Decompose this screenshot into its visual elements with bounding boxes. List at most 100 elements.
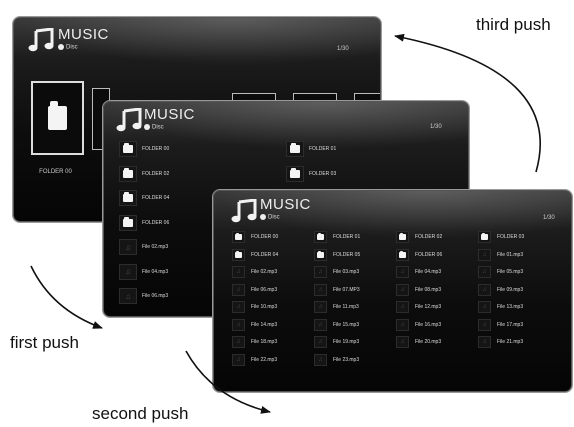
- list-item[interactable]: FOLDER 00: [119, 141, 269, 157]
- list-item[interactable]: ♫File 05.mp3: [478, 266, 558, 278]
- list-item[interactable]: ♫File 02.mp3: [119, 239, 269, 255]
- list-item[interactable]: FOLDER 00: [232, 231, 312, 243]
- list-item[interactable]: FOLDER 01: [314, 231, 394, 243]
- list-item[interactable]: ♫ File 09.mp3: [478, 283, 558, 296]
- music-file-icon: ♫: [232, 301, 245, 313]
- list-item-label: File 07.MP3: [333, 286, 360, 293]
- list-item-label: File 11.mp3: [333, 304, 359, 310]
- list-item[interactable]: ♫File 02.mp3: [232, 266, 312, 278]
- disc-icon: [260, 214, 266, 220]
- list-item[interactable]: FOLDER 02: [119, 165, 269, 182]
- list-item[interactable]: ♫ File 19.mp3: [314, 336, 394, 348]
- list-item[interactable]: ♫File 06.mp3: [119, 288, 269, 304]
- source-text: Disc: [66, 44, 78, 51]
- music-file-icon: ♫: [232, 353, 245, 366]
- music-file-icon: ♫: [314, 318, 327, 331]
- music-file-icon: ♫: [314, 336, 327, 348]
- list-item[interactable]: ♫ File 23.mp3: [314, 353, 394, 366]
- list-item[interactable]: ♫File 04.mp3: [396, 266, 476, 278]
- screen-title: MUSIC: [58, 26, 109, 43]
- list-item[interactable]: FOLDER 04: [232, 248, 312, 261]
- list-item[interactable]: FOLDER 01: [286, 141, 436, 157]
- list-item[interactable]: ♫File 16.mp3: [396, 318, 476, 331]
- source-text: Disc: [152, 124, 164, 131]
- list-item-label: File 06.mp3: [251, 286, 278, 293]
- music-file-icon: ♫: [478, 301, 491, 313]
- source-text: Disc: [268, 214, 280, 221]
- list-item[interactable]: ♫File 06.mp3: [232, 283, 312, 296]
- list-item[interactable]: ♫File 08.mp3: [396, 283, 476, 296]
- list-item[interactable]: ♫File 14.mp3: [232, 318, 312, 331]
- list-item-label: File 02.mp3: [142, 244, 169, 250]
- list-item-label: FOLDER 04: [251, 251, 279, 258]
- music-file-icon: ♫: [232, 336, 245, 348]
- folder-thumbnail[interactable]: [31, 81, 84, 155]
- list-item[interactable]: ♫ File 18.mp3: [232, 336, 312, 348]
- folder-icon: [119, 165, 137, 182]
- music-file-icon: ♫: [478, 318, 491, 331]
- disc-icon: [144, 124, 150, 130]
- folder-icon: [314, 248, 327, 261]
- music-file-icon: ♫: [478, 283, 491, 296]
- list-item-label: File 14.mp3: [251, 321, 278, 328]
- list-item-label: File 13.mp3: [497, 304, 524, 310]
- folder-icon: [232, 248, 245, 261]
- folder-icon: [286, 165, 304, 182]
- music-file-icon: ♫: [396, 318, 409, 331]
- list-item-label: File 08.mp3: [415, 286, 442, 293]
- list-item[interactable]: ♫ File 10.mp3: [232, 301, 312, 313]
- list-item-label: FOLDER 05: [333, 251, 361, 258]
- folder-icon: [396, 248, 409, 261]
- list-item-label: FOLDER 02: [415, 234, 443, 240]
- list-item-label: File 10.mp3: [251, 304, 278, 310]
- folder-icon: [286, 141, 304, 157]
- folder-label: FOLDER 00: [39, 169, 72, 175]
- list-item[interactable]: FOLDER 05: [314, 248, 394, 261]
- list-item[interactable]: ♫File 04.mp3: [119, 263, 269, 280]
- page-indicator: 1/30: [430, 124, 442, 130]
- list-item-label: FOLDER 04: [142, 195, 170, 201]
- list-item-label: File 09.mp3: [497, 286, 524, 293]
- list-item[interactable]: ♫File 12.mp3: [396, 301, 476, 313]
- music-file-icon: ♫: [314, 283, 327, 296]
- source-label: Disc: [260, 214, 280, 221]
- list-item-label: File 23.mp3: [333, 356, 360, 363]
- list-item-label: FOLDER 06: [415, 251, 443, 258]
- music-file-icon: ♫: [396, 266, 409, 278]
- list-item[interactable]: ♫ File 22.mp3: [232, 353, 312, 366]
- list-item-label: File 19.mp3: [333, 339, 360, 345]
- list-item-label: File 04.mp3: [142, 268, 169, 275]
- music-file-icon: ♫: [314, 353, 327, 366]
- list-item-label: FOLDER 06: [142, 219, 170, 226]
- list-item[interactable]: FOLDER 03: [478, 231, 558, 243]
- list-item-label: File 05.mp3: [497, 269, 524, 275]
- music-note-icon: [28, 28, 54, 52]
- list-item[interactable]: ♫ File 07.MP3: [314, 283, 394, 296]
- list-item[interactable]: FOLDER 06: [119, 214, 269, 231]
- list-item[interactable]: ♫File 01.mp3: [478, 248, 558, 261]
- music-note-icon: [231, 199, 257, 223]
- list-item[interactable]: ♫File 15.mp3: [314, 318, 394, 331]
- list-item-label: File 17.mp3: [497, 321, 524, 328]
- list-item[interactable]: ♫ File 13.mp3: [478, 301, 558, 313]
- list-item[interactable]: ♫File 11.mp3: [314, 301, 394, 313]
- music-file-icon: ♫: [314, 266, 327, 278]
- music-file-icon: ♫: [478, 248, 491, 261]
- list-item[interactable]: FOLDER 04: [119, 190, 269, 206]
- folder-icon: [396, 231, 409, 243]
- list-item-label: FOLDER 01: [309, 146, 337, 152]
- list-item[interactable]: ♫File 21.mp3: [478, 336, 558, 348]
- list-item[interactable]: FOLDER 02: [396, 231, 476, 243]
- list-item[interactable]: ♫File 20.mp3: [396, 336, 476, 348]
- list-item[interactable]: FOLDER 03: [286, 165, 436, 182]
- list-item[interactable]: FOLDER 06: [396, 248, 476, 261]
- third-push-arrow: [394, 33, 541, 173]
- list-item-label: File 18.mp3: [251, 339, 278, 345]
- music-file-icon: ♫: [396, 301, 409, 313]
- list-item-label: FOLDER 03: [497, 234, 525, 240]
- list-item-label: File 22.mp3: [251, 356, 278, 363]
- list-item[interactable]: ♫ File 17.mp3: [478, 318, 558, 331]
- list-item[interactable]: ♫File 03.mp3: [314, 266, 394, 278]
